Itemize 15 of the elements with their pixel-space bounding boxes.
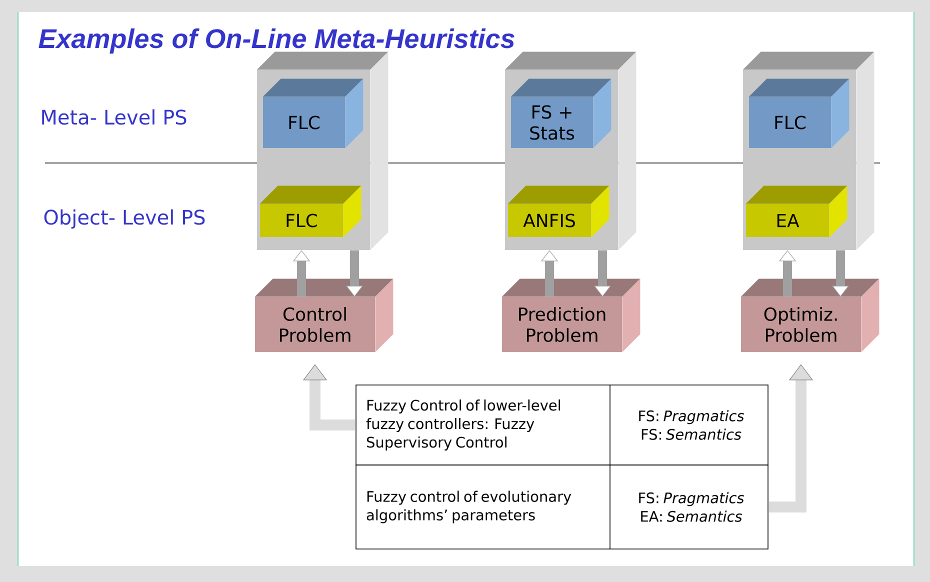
problem-box: Prediction Problem bbox=[502, 278, 640, 352]
title: Examples of On-Line Meta-Heuristics bbox=[38, 28, 514, 54]
problem-box: Optimiz. Problem bbox=[740, 278, 880, 352]
level-label: Meta- Level PS bbox=[42, 109, 186, 125]
table-row: Fuzzy control of evolutionary algorithms’ parameters FS: Pragmatics EA: Semantics bbox=[356, 464, 768, 550]
arrow bbox=[302, 364, 356, 430]
meta-level-box: FLC bbox=[748, 78, 850, 148]
meta-level-box: FS + Stats bbox=[510, 78, 612, 148]
meta-level-box: FLC bbox=[262, 78, 364, 148]
object-level-box: EA bbox=[746, 186, 848, 238]
level-label: Object- Level PS bbox=[44, 209, 205, 229]
object-level-box: FLC bbox=[260, 186, 362, 238]
object-level-box: ANFIS bbox=[508, 186, 610, 238]
problem-box: Control Problem bbox=[254, 278, 394, 352]
table-row: Fuzzy Control of lower-level fuzzy controllers: Fuzzy Supervisory Control FS: Pragmatics FS: Semantics bbox=[356, 384, 768, 466]
